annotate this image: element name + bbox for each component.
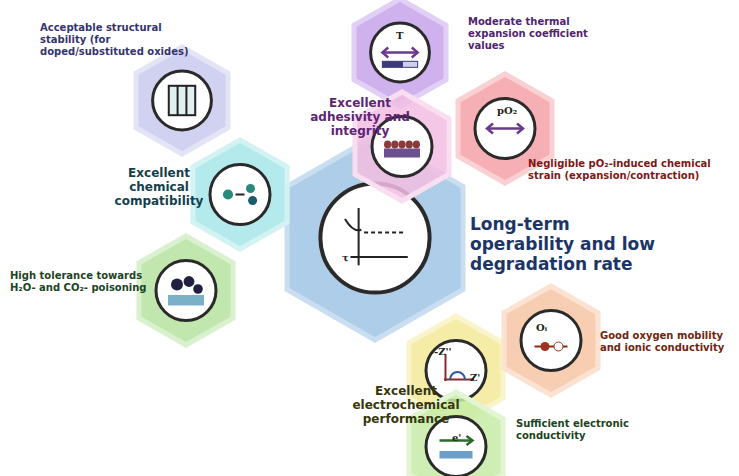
- icon-symbol: Z': [470, 372, 480, 383]
- property-label: High tolerance towards H₂O- and CO₂- poi…: [10, 270, 150, 294]
- property-label: Excellent adhesivity and integrity: [296, 96, 424, 138]
- central-heading: Long-term operability and low degradatio…: [470, 214, 665, 274]
- property-label: Excellent electrochemical performance: [352, 384, 460, 426]
- property-label: Good oxygen mobility and ionic conductiv…: [600, 330, 732, 354]
- icon-symbol: e': [452, 432, 461, 443]
- property-label: Excellent chemical compatibility: [100, 166, 218, 208]
- hexagon-shape: [501, 283, 601, 398]
- property-label: Acceptable structural stability (for dop…: [40, 22, 190, 57]
- property-hexagon: [136, 233, 236, 348]
- property-label: Moderate thermal expansion coefficient v…: [468, 16, 618, 51]
- property-hexagon: [133, 44, 231, 157]
- icon-symbol: pO₂: [497, 105, 517, 116]
- property-hexagon: [190, 137, 290, 252]
- property-hexagon: [501, 283, 601, 398]
- hexagon-shape: [136, 233, 236, 348]
- icon-symbol: -Z'': [434, 346, 452, 357]
- icon-symbol: Oᵢ: [536, 322, 547, 333]
- property-label: Sufficient electronic conductivity: [516, 418, 646, 442]
- hexagon-shape: [133, 44, 231, 157]
- property-label: Negligible pO₂-induced chemical strain (…: [528, 158, 718, 182]
- icon-symbol: τ: [342, 252, 349, 263]
- hexagon-shape: [190, 137, 290, 252]
- icon-symbol: T: [396, 30, 403, 41]
